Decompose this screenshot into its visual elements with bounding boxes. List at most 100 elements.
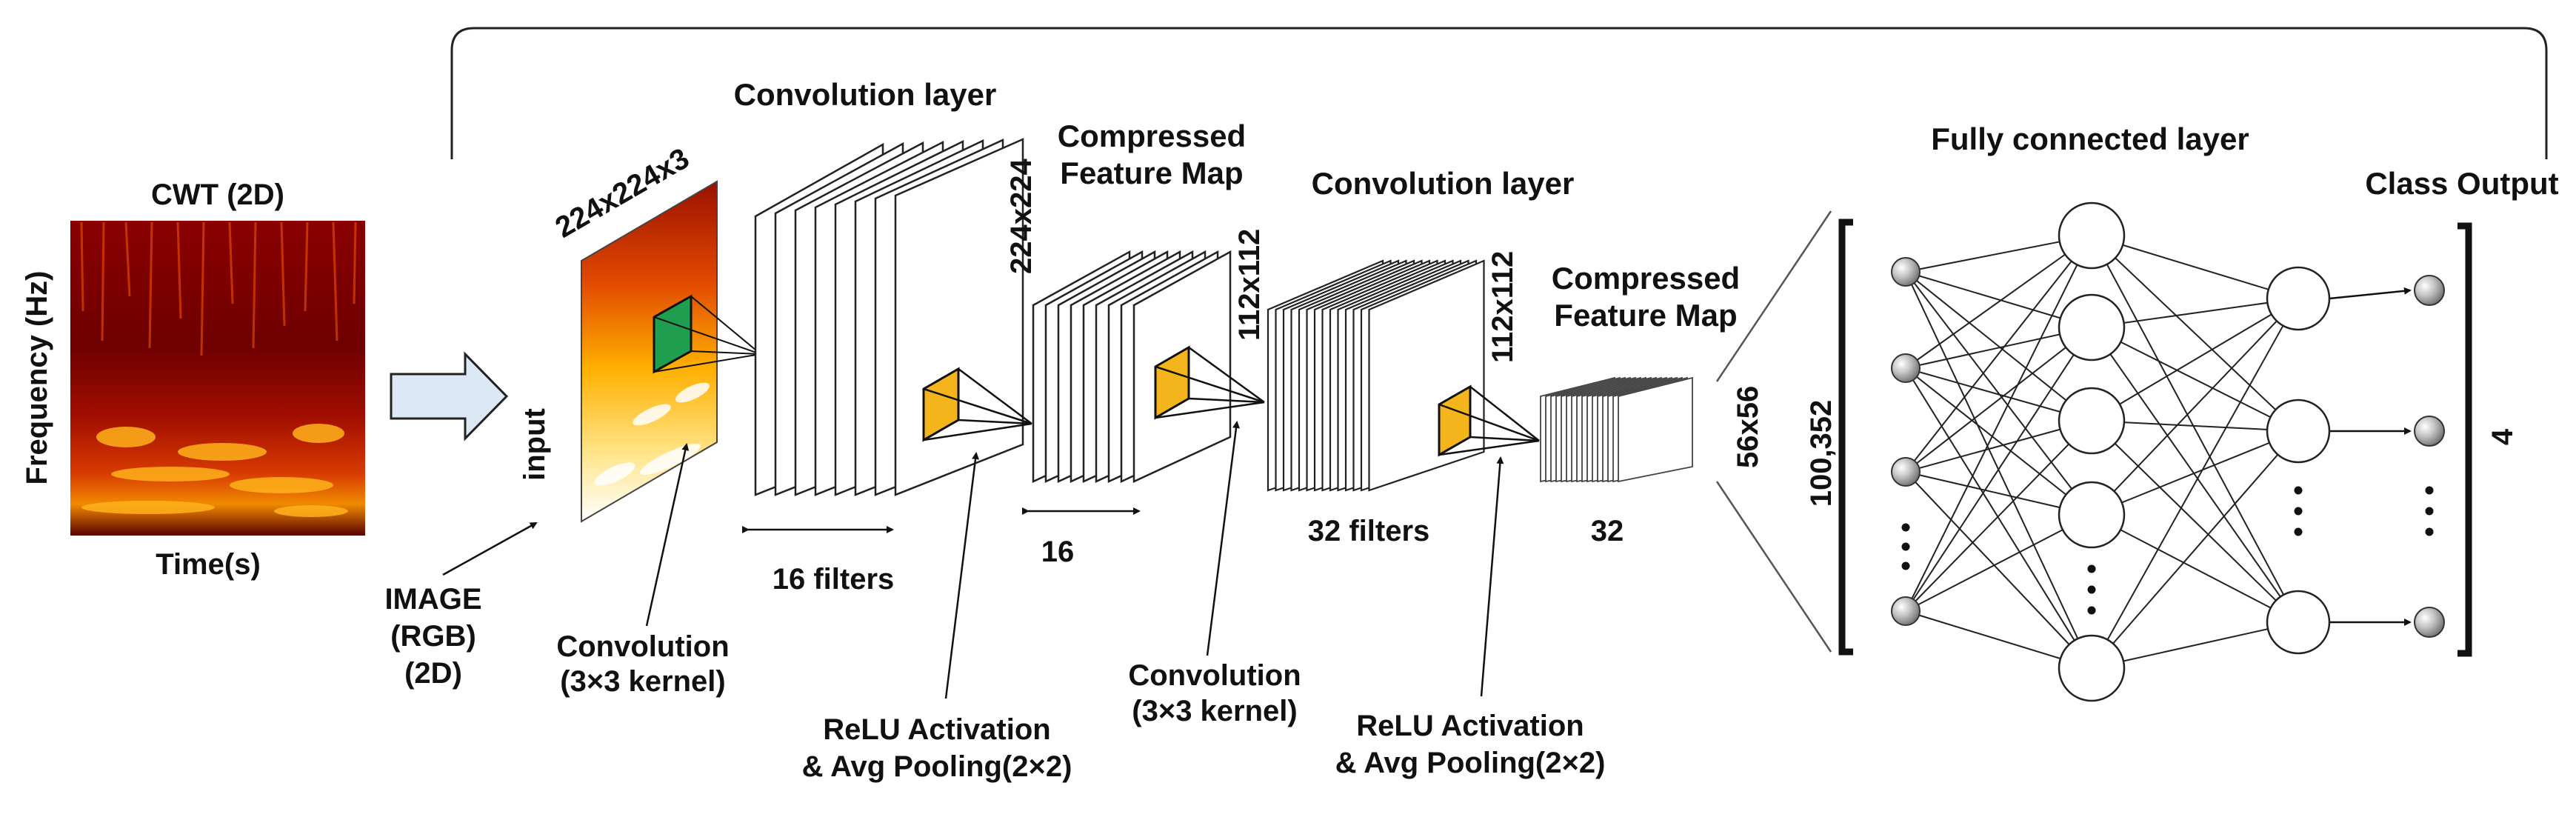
output-neuron: [2414, 275, 2445, 306]
pool1-title-line1: Compressed: [1058, 119, 1246, 153]
pool1-count-label: 16: [1041, 536, 1075, 568]
fc-zoom-line-top: [1715, 210, 1832, 382]
input-source-line1: IMAGE: [384, 583, 481, 616]
hidden-neuron-2: [2266, 399, 2331, 464]
spectrogram-texture: [80, 221, 357, 356]
fc-edge: [1905, 235, 2092, 473]
fc-zoom-line-bottom: [1715, 481, 1832, 653]
input-image: [581, 180, 718, 523]
conv2-feature-maps: [1267, 259, 1485, 492]
fc-title: Fully connected layer: [1931, 121, 2249, 156]
input-image-texture: [594, 382, 710, 486]
input-neuron: [1891, 457, 1921, 487]
cwt-spectrogram: CWT (2D) Frequency (Hz) Time(s): [21, 179, 365, 581]
block-arrow-right: [390, 351, 509, 441]
pool2-op-line1: ReLU Activation: [1356, 710, 1584, 742]
spectrogram-bands: [81, 424, 348, 517]
fc-edge: [1905, 367, 2092, 669]
fc-connections: [1905, 235, 2412, 669]
fc-edge: [2091, 621, 2299, 669]
pool1-op-line1: ReLU Activation: [823, 713, 1050, 746]
fc-edge: [1905, 235, 2092, 369]
ellipsis-dot: [2087, 564, 2096, 573]
ellipsis-dot: [2294, 507, 2303, 516]
conv2-filters-label: 32 filters: [1308, 515, 1430, 547]
ellipsis-dot: [1901, 523, 1910, 532]
conv2-stage: Convolution layer 112x112 32 filters Con…: [1128, 166, 1574, 727]
ellipsis-dot: [2425, 507, 2434, 516]
ellipsis-dot: [2425, 486, 2434, 495]
pool1-op-line2: & Avg Pooling(2×2): [802, 750, 1072, 783]
fc-edge: [1905, 327, 2092, 612]
conv1-feature-maps: [754, 138, 1024, 496]
conv1-kernel-line2: (3×3 kernel): [560, 665, 725, 698]
spectrogram-y-label: Frequency (Hz): [21, 271, 53, 485]
ellipsis-dot: [2294, 486, 2303, 495]
spectrogram-title: CWT (2D): [151, 179, 284, 211]
conv1-title: Convolution layer: [734, 77, 997, 112]
conv2-kernel-pointer-arrow: [1206, 421, 1240, 656]
conv2-size-label: 112x112: [1486, 251, 1519, 363]
fc-edge: [2091, 420, 2299, 623]
ellipsis-dot: [2294, 527, 2303, 536]
hidden-neuron: [2058, 201, 2126, 270]
output-count-label: 4: [2486, 428, 2519, 445]
pool2-title-line2: Feature Map: [1554, 298, 1737, 333]
input-source-line2: (RGB): [390, 620, 476, 653]
fc-edge: [2091, 514, 2299, 623]
pool1-title-line2: Feature Map: [1060, 156, 1243, 190]
fc-edge: [1905, 514, 2092, 612]
input-pointer-arrow: [442, 521, 538, 576]
hidden-neuron-2: [2266, 266, 2331, 331]
conv1-stage: Convolution layer 224x224 16 filters: [734, 77, 1038, 596]
fc-nodes: [1891, 201, 2445, 702]
ellipsis-dot: [2087, 606, 2096, 615]
conv1-kernel-projection-lines: [923, 367, 1032, 441]
hidden-neuron-2: [2266, 590, 2331, 655]
pool1-kernel-projection-lines: [1155, 346, 1265, 419]
fc-edge: [2091, 298, 2299, 669]
conv2-kernel-line2: (3×3 kernel): [1132, 695, 1297, 727]
pool2-op-pointer-arrow: [1480, 456, 1504, 697]
pool1-size-label: 112x112: [1233, 229, 1266, 341]
input-neuron: [1891, 257, 1921, 287]
pool1-op-pointer-arrow: [944, 452, 979, 699]
fc-edge: [1905, 471, 2092, 669]
ellipsis-dot: [1901, 542, 1910, 551]
conv2-title: Convolution layer: [1312, 166, 1575, 201]
output-arrow: [2329, 287, 2412, 300]
conv1-filters-label: 16 filters: [773, 563, 895, 596]
fully-connected-stage: Fully connected layer 100,352 Class Outp…: [1715, 121, 2559, 702]
conv2-kernel-line1: Convolution: [1128, 659, 1301, 692]
input-label: input: [518, 408, 551, 481]
fc-edge: [2091, 430, 2299, 669]
fc-edge: [2091, 327, 2299, 623]
fc-edge: [2091, 235, 2299, 623]
conv1-kernel-line1: Convolution: [556, 630, 729, 663]
fc-edge: [2091, 298, 2299, 516]
pool2-size-label: 56x56: [1732, 386, 1764, 468]
fc-edge: [2091, 327, 2299, 432]
pool1-stage: Compressed Feature Map ReLU Activation &…: [802, 119, 1266, 783]
fc-edge: [1905, 271, 2092, 516]
hidden-neuron: [2058, 481, 2126, 549]
conv1-sheet: [894, 138, 1024, 496]
fc-edge: [2091, 298, 2299, 328]
fc-input-size-label: 100,352: [1805, 400, 1838, 507]
conv1-size-label: 224x224: [1005, 159, 1038, 274]
pool2-op-line2: & Avg Pooling(2×2): [1335, 747, 1606, 779]
fc-edge: [1905, 367, 2092, 516]
output-neuron: [2414, 607, 2445, 638]
hidden-neuron: [2058, 634, 2126, 702]
conv2-kernel-projection-lines: [1438, 386, 1540, 456]
pool2-title-line1: Compressed: [1552, 261, 1740, 296]
pool2-stage: Compressed Feature Map ReLU Activation &…: [1335, 261, 1764, 779]
pool2-feature-maps: [1540, 376, 1693, 483]
fc-edge: [2091, 235, 2299, 299]
fc-edge: [1905, 327, 2092, 473]
output-right-bracket: [2457, 222, 2472, 657]
fc-edge: [1905, 420, 2092, 612]
conv1-kernel-pointer-arrow: [645, 443, 690, 627]
ellipsis-dot: [2087, 585, 2096, 594]
